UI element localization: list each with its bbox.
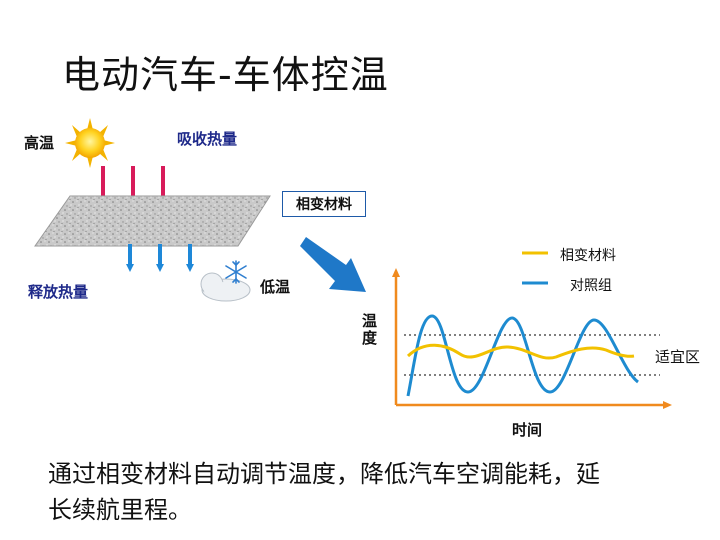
x-axis-label: 时间: [512, 421, 543, 439]
series-line-pcm: [406, 343, 635, 360]
series-line-control: [406, 314, 640, 397]
low-temp-label: 低温: [260, 278, 291, 296]
comfort-zone-label: 适宜区: [655, 348, 701, 366]
caption-text: 通过相变材料自动调节温度，降低汽车空调能耗，延长续航里程。: [48, 460, 600, 524]
phase-change-slab: [34, 195, 271, 247]
legend-label-control: 对照组: [570, 278, 612, 294]
legend-label-pcm: 相变材料: [560, 248, 616, 264]
snow-cloud-icon: [200, 260, 251, 302]
sun-icon: [65, 118, 115, 168]
chart-axes: [392, 268, 672, 409]
absorb-heat-label: 吸收热量: [177, 130, 238, 148]
y-axis-label: 温度: [362, 312, 378, 347]
transition-arrow: [300, 237, 366, 292]
release-heat-label: 释放热量: [28, 283, 89, 301]
heat-release-arrows: [126, 244, 194, 272]
high-temp-label: 高温: [24, 134, 55, 152]
phase-change-material-label: 相变材料: [282, 191, 366, 217]
page-title: 电动汽车-车体控温: [62, 53, 389, 97]
